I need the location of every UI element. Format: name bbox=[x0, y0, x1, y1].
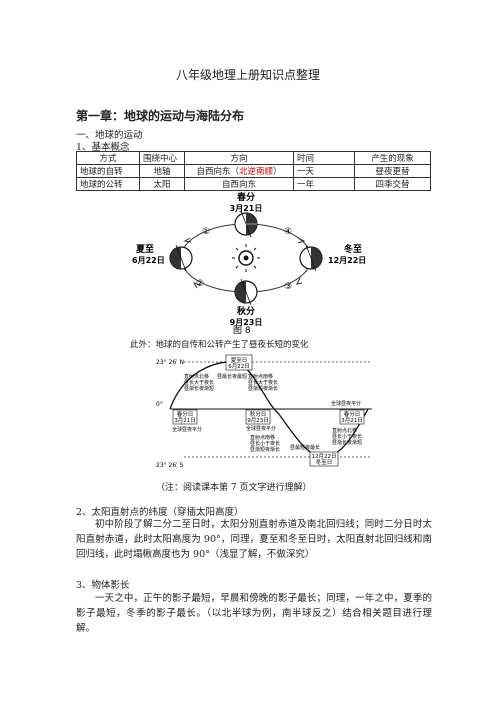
position-number: ② bbox=[196, 279, 204, 289]
orbit-arrow-icon bbox=[183, 237, 192, 243]
winter-date: 12月22日 bbox=[328, 256, 366, 265]
table-header-cell: 方式 bbox=[76, 151, 140, 165]
lat-south-label: 23° 26′ S bbox=[156, 462, 183, 469]
earth-winter-icon bbox=[299, 244, 323, 272]
figure-caption: 此外：地球的自传和公转产生了昼夜长短的变化 bbox=[130, 340, 309, 350]
table-cell: 地球的自转 bbox=[76, 164, 140, 178]
lat-north-label: 23° 26′ N bbox=[156, 359, 184, 366]
direct-point-curve bbox=[169, 361, 369, 458]
spring-date: 3月21日 bbox=[230, 204, 263, 213]
summer-right-note-2: 昼长大于夜长 bbox=[248, 379, 278, 386]
table-row: 地球的自转 地轴 自西向东（北逆南顺） 一天 昼夜更替 bbox=[76, 164, 431, 178]
left-note-2: 昼长大于夜长 bbox=[184, 379, 214, 386]
equinox-note-left: 全球昼夜平分 bbox=[172, 426, 202, 433]
orbit-arrow-icon bbox=[192, 282, 201, 289]
section-heading-2: 2、太阳直射点的纬度（穿插太阳高度） bbox=[76, 507, 244, 518]
orbit-arrow-icon bbox=[297, 237, 306, 244]
summer-right-note-3: 昼渐短夜渐长 bbox=[248, 385, 278, 392]
spring-box-2: 春分日 3月21日 bbox=[339, 409, 365, 425]
document-title: 八年级地理上册知识点整理 bbox=[175, 68, 320, 82]
spring-label: 春分 bbox=[236, 191, 255, 203]
table-cell: 自西向东（北逆南顺） bbox=[184, 164, 294, 178]
right-note-3: 昼渐长夜渐短 bbox=[332, 439, 362, 446]
direct-point-diagram: 23° 26′ N 0° 23° 26′ S 夏至日 6月22日 昼最长夜最短 … bbox=[156, 354, 372, 469]
paragraph-shadow: 一天之中，正午的影子最短，早晨和傍晚的影子最长；同理，一年之中，夏季的影子最短，… bbox=[76, 593, 432, 634]
table-cell: 自西向东 bbox=[184, 177, 294, 191]
direction-text-end: ） bbox=[273, 167, 282, 177]
orbit-arrow-icon bbox=[296, 277, 303, 285]
winter-note: 昼最短夜最长 bbox=[290, 444, 320, 451]
svg-text:9月23日: 9月23日 bbox=[247, 417, 269, 424]
equinox-note-right: 全球昼夜平分 bbox=[331, 400, 361, 407]
subsection-heading: 1、基本概念 bbox=[76, 142, 130, 153]
table-cell: 四季交替 bbox=[354, 177, 431, 191]
concept-table: 方式 围绕中心 方向 时间 产生的现象 地球的自转 地轴 自西向东（北逆南顺） … bbox=[76, 151, 431, 191]
position-number: ④ bbox=[284, 227, 292, 237]
paragraph-direct-point: 初中阶段了解二分二至日时，太阳分别直射赤道及南北回归线；同时二分日时太阳直射赤道… bbox=[76, 519, 432, 560]
right-note-1: 直射点北移 bbox=[332, 427, 357, 434]
summer-label: 夏至 bbox=[135, 244, 154, 255]
svg-text:秋分日: 秋分日 bbox=[250, 410, 267, 418]
mid-note-1: 直射点南移 bbox=[250, 434, 275, 441]
direction-highlight: 北逆南顺 bbox=[238, 167, 273, 177]
svg-text:夏至日: 夏至日 bbox=[231, 357, 248, 364]
left-note-3: 昼渐长夜渐短 bbox=[184, 385, 214, 392]
summer-box: 夏至日 6月22日 bbox=[225, 354, 253, 371]
mid-note-3: 昼渐短夜渐长 bbox=[250, 446, 280, 453]
earth-autumn-icon bbox=[234, 278, 258, 306]
svg-text:春分日: 春分日 bbox=[177, 410, 194, 418]
summer-date: 6月22日 bbox=[132, 256, 165, 265]
svg-text:12月22日: 12月22日 bbox=[312, 453, 337, 460]
autumn-date: 9月23日 bbox=[230, 318, 263, 327]
chapter-heading: 第一章：地球的运动与海陆分布 bbox=[76, 109, 245, 123]
svg-text:春分日: 春分日 bbox=[344, 410, 361, 418]
table-header-cell: 围绕中心 bbox=[139, 151, 185, 165]
table-header-row: 方式 围绕中心 方向 时间 产生的现象 bbox=[76, 151, 431, 165]
table-header-cell: 方向 bbox=[184, 151, 294, 165]
table-cell: 一天 bbox=[293, 164, 355, 178]
figure-label: 图 8 bbox=[233, 325, 251, 335]
direction-text: 自西向东（ bbox=[196, 167, 239, 177]
left-note-1: 直射点北移 bbox=[184, 373, 209, 380]
table-header-cell: 时间 bbox=[293, 151, 355, 165]
table-cell: 昼夜更替 bbox=[354, 164, 431, 178]
orbit-diagram: 春分 3月21日 夏至 6月22日 冬至 12月22日 秋分 9月23日 ① ②… bbox=[132, 191, 366, 335]
right-note-2: 昼长小于夜长 bbox=[332, 433, 362, 440]
equinox-note-mid: 全球昼夜平分 bbox=[246, 425, 276, 432]
table-cell: 地轴 bbox=[139, 164, 185, 178]
earth-spring-icon bbox=[234, 210, 258, 238]
mid-note-2: 昼长小于夜长 bbox=[250, 440, 280, 447]
table-cell: 太阳 bbox=[139, 177, 185, 191]
winter-label: 冬至 bbox=[344, 243, 362, 255]
table-row: 地球的公转 太阳 自西向东 一年 四季交替 bbox=[76, 177, 431, 191]
figure-note: （注：阅读课本第 7 页文字进行理解） bbox=[156, 483, 312, 493]
svg-text:3月21日: 3月21日 bbox=[341, 417, 363, 424]
svg-text:6月22日: 6月22日 bbox=[228, 363, 250, 370]
position-number: ③ bbox=[284, 282, 292, 292]
sun-icon bbox=[232, 244, 260, 272]
svg-text:3月21日: 3月21日 bbox=[174, 417, 196, 424]
summer-note: 昼最长夜最短 bbox=[217, 373, 247, 380]
lat-zero-label: 0° bbox=[156, 401, 163, 408]
svg-text:冬至日: 冬至日 bbox=[316, 458, 333, 466]
spring-box: 春分日 3月21日 bbox=[172, 409, 198, 425]
position-number: ① bbox=[202, 227, 210, 237]
autumn-label: 秋分 bbox=[236, 305, 255, 317]
earth-summer-icon bbox=[169, 244, 193, 272]
section-heading-3: 3、物体影长 bbox=[76, 580, 130, 591]
winter-box: 12月22日 冬至日 bbox=[309, 451, 339, 467]
summer-right-note-1: 直射点南移 bbox=[248, 373, 273, 380]
section-heading: 一、地球的运动 bbox=[76, 130, 143, 141]
table-header-cell: 产生的现象 bbox=[354, 151, 431, 165]
autumn-box: 秋分日 9月23日 bbox=[245, 409, 271, 425]
table-cell: 地球的公转 bbox=[76, 177, 140, 191]
table-cell: 一年 bbox=[293, 177, 355, 191]
